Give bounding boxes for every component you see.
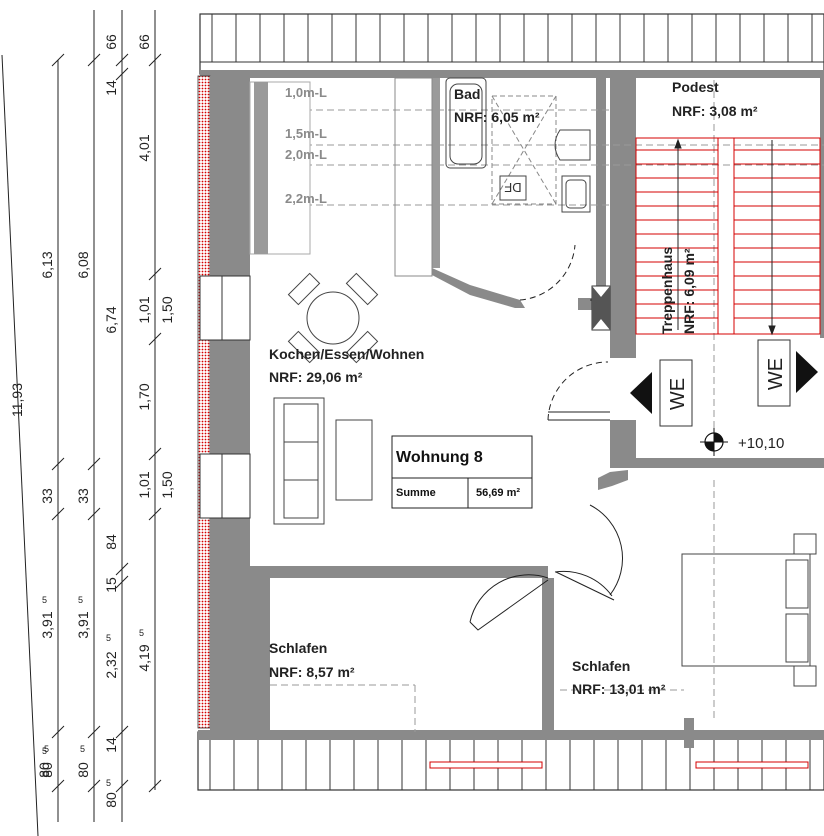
slope-labels: 1,0m-L 1,5m-L 2,0m-L 2,2m-L — [285, 85, 327, 206]
dim-sup-e: 5 — [80, 744, 85, 754]
level-label: +10,10 — [738, 435, 784, 452]
level-marker — [700, 428, 728, 456]
dim-1-50-b: 1,50 — [159, 471, 175, 498]
dim-6-13: 6,13 — [39, 251, 55, 278]
slope-column — [249, 81, 311, 255]
room-treppenhaus-name: Treppenhaus — [659, 247, 675, 334]
dim-6-08: 6,08 — [75, 251, 91, 278]
dim-sup-g: 5 — [106, 778, 111, 788]
dim-6-74: 6,74 — [103, 306, 119, 333]
room-kochen-name: Kochen/Essen/Wohnen — [269, 346, 424, 362]
dim-sup-f: 5 — [106, 633, 111, 643]
doors — [469, 244, 623, 631]
slope-lines — [250, 80, 824, 732]
dim-80-c: 80 — [75, 762, 91, 778]
dim-80-d: 80 — [103, 792, 119, 808]
dim-66-b: 66 — [136, 34, 152, 50]
dim-4-01: 4,01 — [136, 134, 152, 161]
dim-sup-h: 5 — [139, 628, 144, 638]
room-bad-area: NRF: 6,05 m² — [454, 109, 540, 125]
dim-sup-d: 5 — [78, 595, 83, 605]
dim-1-01-b: 1,01 — [136, 471, 152, 498]
dim-33-a: 33 — [39, 488, 55, 504]
dim-14-a: 14 — [103, 80, 119, 96]
dim-3-91-a: 3,91 — [39, 611, 55, 638]
dim-4-19: 4,19 — [136, 644, 152, 671]
dim-sup-c: 5 — [44, 744, 49, 754]
room-podest-name: Podest — [672, 79, 719, 95]
dim-sup-a: 5 — [42, 746, 47, 756]
dim-11-93: 11,93 — [9, 383, 25, 417]
kitchen-counter — [394, 77, 433, 277]
stair-door-symbol — [591, 285, 611, 331]
dim-14-b: 14 — [103, 737, 119, 753]
bed — [681, 533, 817, 687]
entrance-markers — [630, 339, 818, 427]
unit-table-title: Wohnung 8 — [396, 449, 483, 466]
dim-3-91-b: 3,91 — [75, 611, 91, 638]
dim-15: 15 — [103, 577, 119, 593]
slope-label-2-2: 2,2m-L — [285, 191, 327, 206]
interior-walls — [248, 78, 824, 748]
dim-80-b: 80 — [39, 762, 55, 778]
room-bad-name: Bad — [454, 86, 480, 102]
dim-33-b: 33 — [75, 488, 91, 504]
stair-arrows — [674, 138, 776, 336]
left-wall — [197, 75, 251, 732]
room-labels: Bad NRF: 6,05 m² Podest NRF: 3,08 m² Tre… — [269, 79, 758, 697]
sofa — [273, 397, 373, 525]
room-kochen-area: NRF: 29,06 m² — [269, 369, 363, 385]
unit-table-sum-label: Summe — [396, 487, 436, 499]
dim-80-a: 80 — [36, 762, 52, 778]
dim-66-a: 66 — [103, 34, 119, 50]
dim-1-01-a: 1,01 — [136, 296, 152, 323]
dimension-labels: 11,93 80 5 6,13 33 3,91 5 80 5 6,08 33 3… — [9, 34, 175, 808]
slope-label-2-0: 2,0m-L — [285, 147, 327, 162]
room-schlafen2-name: Schlafen — [572, 658, 630, 674]
dimension-chains — [1, 10, 162, 836]
dining-table — [287, 272, 379, 364]
room-treppenhaus-area: NRF: 6,09 m² — [681, 248, 697, 334]
shower-label: DF — [504, 180, 521, 195]
dim-sup-b: 5 — [42, 595, 47, 605]
staircase — [635, 137, 821, 335]
we-label-right: WE — [765, 358, 787, 390]
room-schlafen2-area: NRF: 13,01 m² — [572, 681, 666, 697]
we-label-left: WE — [667, 378, 689, 410]
unit-table: Wohnung 8 Summe 56,69 m² — [391, 435, 533, 509]
unit-table-sum-value: 56,69 m² — [476, 487, 520, 499]
slope-label-1-5: 1,5m-L — [285, 126, 327, 141]
dim-1-50-a: 1,50 — [159, 296, 175, 323]
bathroom-fixtures — [445, 77, 591, 213]
room-schlafen1-name: Schlafen — [269, 640, 327, 656]
room-schlafen1-area: NRF: 8,57 m² — [269, 664, 355, 680]
slope-label-1-0: 1,0m-L — [285, 85, 327, 100]
roof-top — [199, 13, 824, 78]
dim-2-32: 2,32 — [103, 651, 119, 678]
room-podest-area: NRF: 3,08 m² — [672, 103, 758, 119]
roof-bottom — [197, 730, 824, 791]
dim-84: 84 — [103, 534, 119, 550]
dim-1-70: 1,70 — [136, 383, 152, 410]
